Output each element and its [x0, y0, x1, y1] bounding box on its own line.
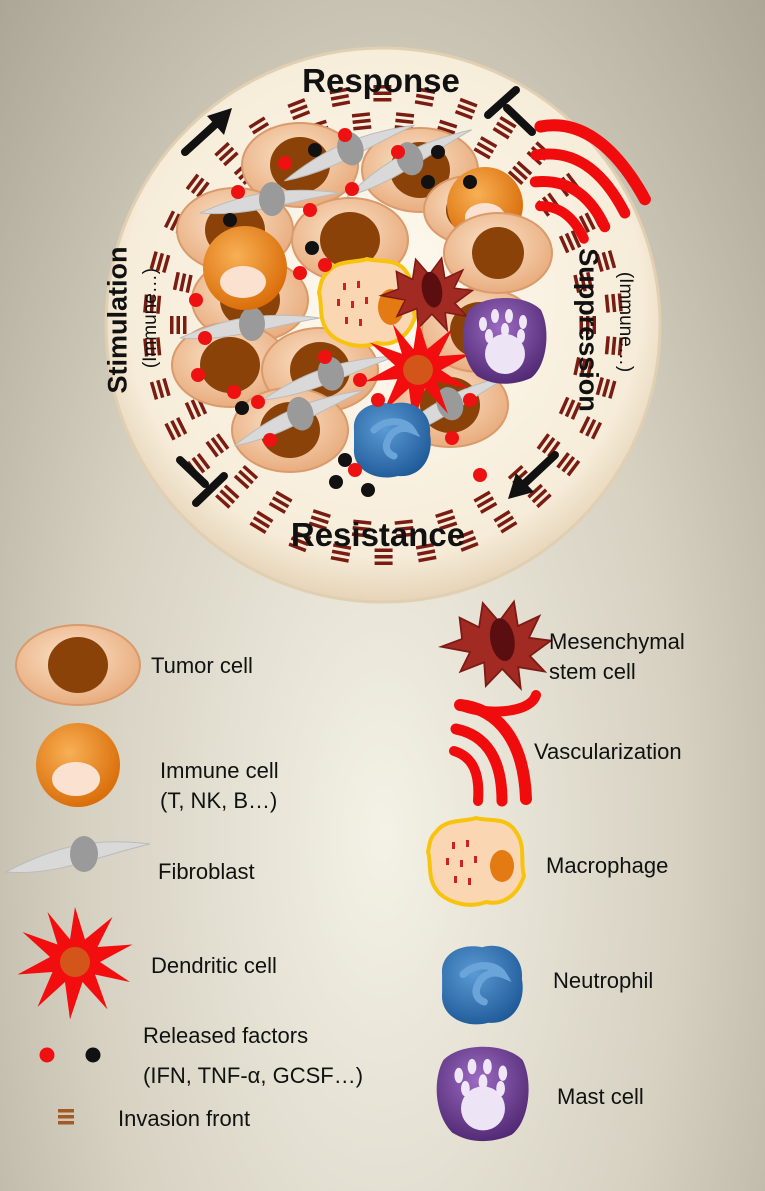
- black-factor-dot: [361, 483, 375, 497]
- legend-mesenchymal-sub: stem cell: [549, 659, 636, 684]
- dendritic-cell-icon: [17, 907, 133, 1020]
- red-factor-dot: [293, 266, 307, 280]
- red-factor-dot: [303, 203, 317, 217]
- tumor-cell-icon: [15, 624, 141, 706]
- red-factor-dot: [391, 145, 405, 159]
- red-factor-dot: [227, 385, 241, 399]
- red-factor-dot: [318, 258, 332, 272]
- immune-cell-icon: [36, 723, 120, 807]
- red-factor-dot: [345, 182, 359, 196]
- red-factor-dot: [445, 431, 459, 445]
- arrow-icon: [508, 451, 559, 499]
- suppression-sublabel: (Immune…): [615, 271, 636, 373]
- black-factor-dot: [338, 453, 352, 467]
- cell-cluster: [171, 100, 649, 478]
- invasion-front-mark: [170, 316, 187, 334]
- black-factor-icon: [85, 1047, 101, 1063]
- red-factor-icon: [39, 1047, 55, 1063]
- red-factor-dot: [473, 468, 487, 482]
- legend-released-factors: Released factors: [143, 1023, 309, 1048]
- arrow-icon: [181, 108, 232, 156]
- legend-neutrophil: Neutrophil: [553, 968, 654, 993]
- fibroblast-icon: [4, 836, 151, 874]
- legend-released-factors-sub: (IFN, TNF-α, GCSF…): [143, 1063, 364, 1088]
- red-factor-dot: [348, 463, 362, 477]
- legend-invasion-front: Invasion front: [118, 1106, 251, 1131]
- legend-fibroblast: Fibroblast: [158, 859, 255, 884]
- red-factor-dot: [263, 433, 277, 447]
- legend-vascularization: Vascularization: [534, 739, 682, 764]
- red-factor-dot: [191, 368, 205, 382]
- black-factor-dot: [431, 145, 445, 159]
- stimulation-sublabel: (Immune…): [140, 267, 161, 369]
- legend-dendritic-cell: Dendritic cell: [151, 953, 277, 978]
- released-factor-dots: [189, 128, 487, 497]
- red-factor-dot: [198, 331, 212, 345]
- black-factor-dot: [421, 175, 435, 189]
- black-factor-dot: [308, 143, 322, 157]
- inhibit-icon: [176, 456, 228, 507]
- red-factor-dot: [251, 395, 265, 409]
- resistance-label: Resistance: [290, 516, 466, 553]
- macrophage-icon: [425, 815, 527, 907]
- black-factor-dot: [463, 175, 477, 189]
- red-factor-dot: [278, 156, 292, 170]
- red-factor-dot: [338, 128, 352, 142]
- legend-tumor-cell: Tumor cell: [151, 653, 253, 678]
- stimulation-label: Stimulation: [102, 246, 133, 394]
- legend-immune-cell: Immune cell: [160, 758, 279, 783]
- inhibit-icon: [484, 86, 536, 136]
- legend-icons: [4, 599, 554, 1142]
- legend-immune-cell-sub: (T, NK, B…): [160, 788, 278, 813]
- red-factor-dot: [353, 373, 367, 387]
- suppression-label: Suppression: [573, 248, 604, 412]
- neutrophil-icon: [441, 945, 523, 1025]
- response-label: Response: [302, 62, 460, 99]
- vascularization-icon: [449, 690, 541, 807]
- black-factor-dot: [223, 213, 237, 227]
- black-factor-dot: [329, 475, 343, 489]
- mesenchymal-stem-cell-icon: [438, 599, 554, 691]
- invasion-front-icon: [58, 1109, 74, 1125]
- black-factor-dot: [235, 401, 249, 415]
- legend-mast-cell: Mast cell: [557, 1084, 644, 1109]
- black-factor-dot: [305, 241, 319, 255]
- red-factor-dot: [231, 185, 245, 199]
- red-factor-dot: [463, 393, 477, 407]
- red-factor-dot: [371, 393, 385, 407]
- legend-mesenchymal: Mesenchymal: [549, 629, 685, 654]
- red-factor-dot: [189, 293, 203, 307]
- mast-cell-icon: [436, 1046, 529, 1142]
- invasion-front-mark: [351, 112, 372, 131]
- red-factor-dot: [318, 350, 332, 364]
- legend-macrophage: Macrophage: [546, 853, 669, 878]
